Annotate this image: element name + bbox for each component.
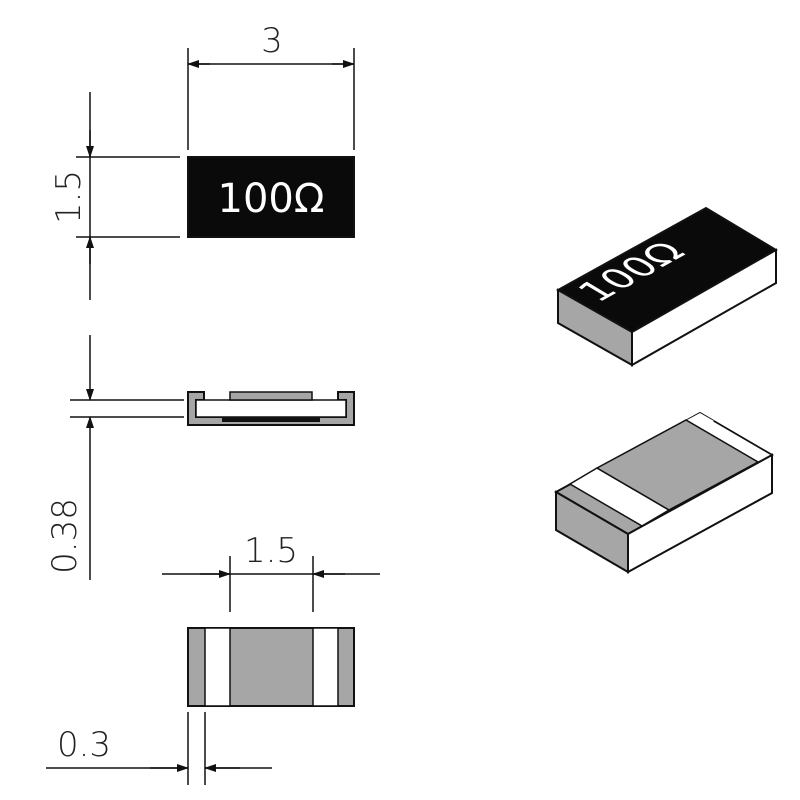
- bottom-terminal-right: [312, 627, 339, 707]
- resistance-marking: 100Ω: [218, 176, 325, 222]
- top-view: 3 100Ω 1.5: [49, 21, 355, 300]
- terminal-width-label: 1.5: [244, 531, 298, 571]
- length-label: 3: [261, 21, 283, 61]
- iso-bottom-side-face: [627, 453, 773, 574]
- iso-bottom-view: [553, 411, 775, 574]
- side-top-layer: [229, 391, 313, 401]
- width-label: 1.5: [49, 170, 89, 224]
- bottom-view: 1.5 0.3: [46, 531, 380, 785]
- bottom-terminal-left: [204, 627, 231, 707]
- terminal-band-label: 0.3: [57, 725, 111, 765]
- side-view: 0.38: [45, 335, 355, 580]
- thickness-label: 0.38: [45, 498, 85, 574]
- resistor-top-face: [187, 156, 355, 238]
- side-bottom-layer: [222, 417, 320, 422]
- iso-top-side-face: [631, 248, 777, 367]
- iso-top-view: 100Ω: [555, 206, 778, 367]
- side-substrate: [195, 399, 347, 418]
